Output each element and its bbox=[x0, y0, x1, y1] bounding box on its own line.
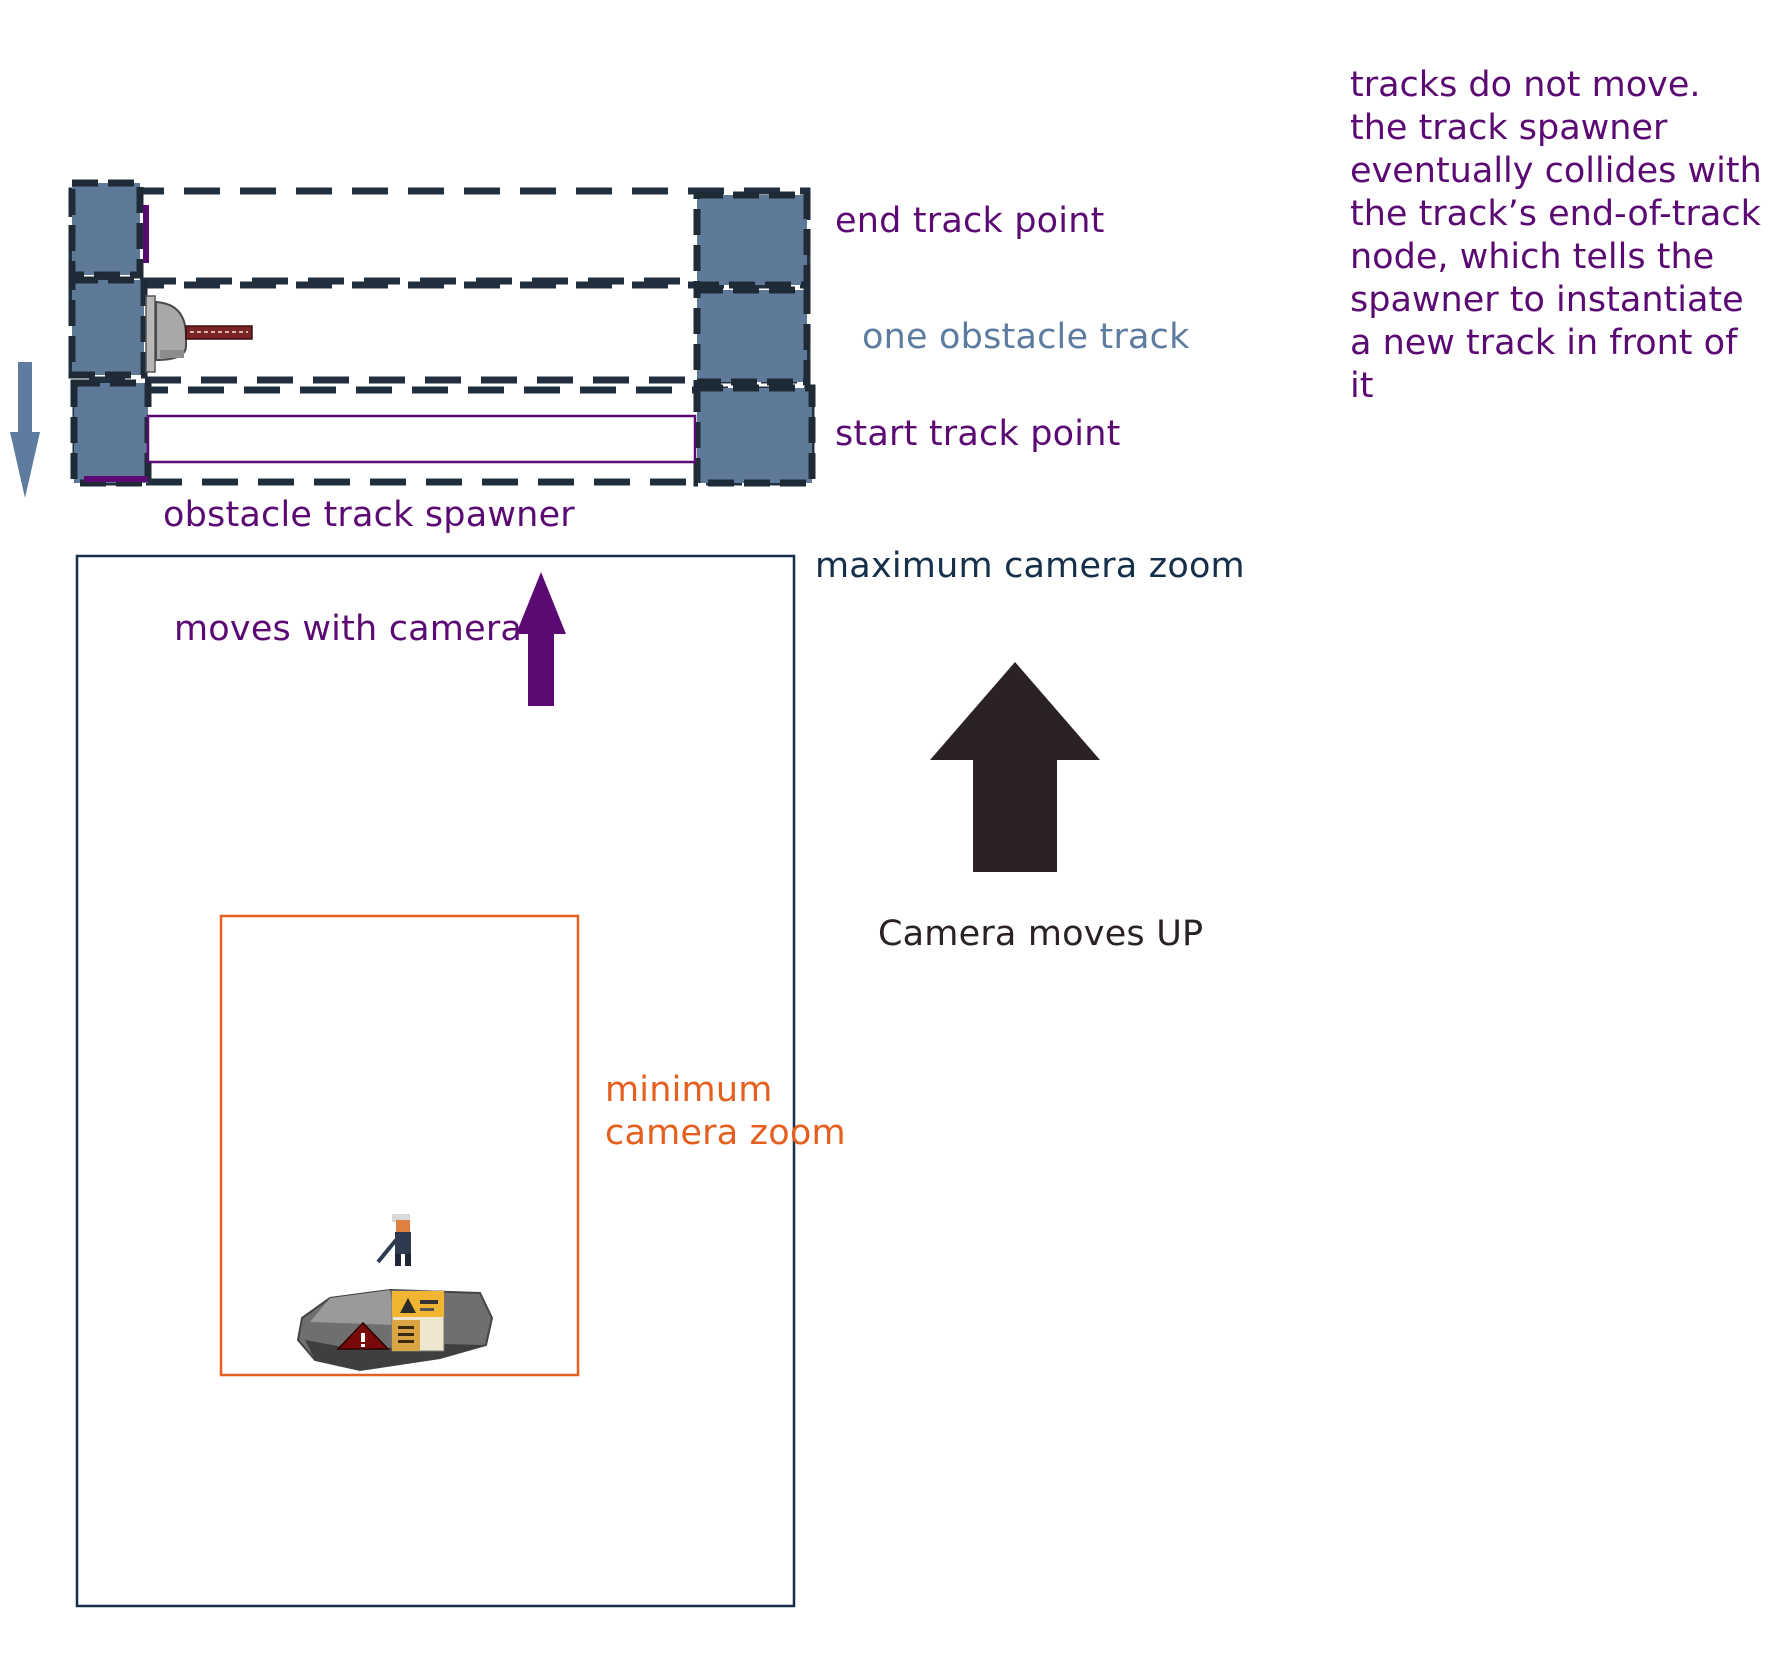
note-line: the track spawner bbox=[1350, 108, 1668, 148]
note-line: spawner to instantiate bbox=[1350, 280, 1744, 320]
track-block bbox=[693, 384, 816, 487]
player-character-icon bbox=[376, 1214, 411, 1266]
minimum-camera-zoom-frame bbox=[219, 914, 580, 1377]
one-obstacle-track-label: one obstacle track bbox=[862, 317, 1190, 357]
note-line: it bbox=[1350, 366, 1374, 406]
note-line: eventually collides with bbox=[1350, 151, 1762, 191]
note-line: the track’s end-of-track bbox=[1350, 194, 1761, 234]
track-block bbox=[68, 276, 148, 379]
camera-up-arrow-icon bbox=[930, 662, 1100, 872]
moves-with-camera-label: moves with camera bbox=[174, 609, 523, 649]
down-arrow-icon bbox=[10, 362, 40, 498]
spawner-bar bbox=[146, 414, 697, 464]
track-block bbox=[693, 286, 811, 386]
chainsaw-obstacle-icon bbox=[145, 295, 253, 373]
spawner-edge bbox=[84, 476, 148, 482]
maximum-camera-zoom-label: maximum camera zoom bbox=[815, 546, 1245, 586]
start-track-rect bbox=[72, 386, 815, 486]
track-block bbox=[693, 191, 811, 289]
note-line: tracks do not move. bbox=[1350, 65, 1701, 105]
obstacle-track-spawner-label: obstacle track spawner bbox=[163, 495, 575, 535]
minimum-camera-zoom-line: camera zoom bbox=[605, 1113, 846, 1153]
note-line: node, which tells the bbox=[1350, 237, 1715, 277]
start-track-point-label: start track point bbox=[835, 414, 1121, 454]
middle-track-rect bbox=[68, 281, 811, 384]
minimum-camera-zoom-label: minimum camera zoom bbox=[605, 1069, 846, 1155]
track-block bbox=[68, 179, 144, 279]
end-track-node bbox=[143, 205, 149, 263]
explanation-note: tracks do not move. the track spawner ev… bbox=[1350, 64, 1762, 408]
end-track-point-label: end track point bbox=[835, 201, 1105, 241]
track-block bbox=[70, 379, 152, 487]
end-track-rect bbox=[68, 187, 811, 285]
up-arrow-icon bbox=[516, 572, 566, 706]
camera-moves-up-label: Camera moves UP bbox=[878, 914, 1204, 954]
obstacle-tracks bbox=[68, 179, 816, 487]
note-line: a new track in front of bbox=[1350, 323, 1738, 363]
minimum-camera-zoom-line: minimum bbox=[605, 1070, 773, 1110]
rock-platform-icon bbox=[296, 1288, 494, 1372]
maximum-camera-zoom-frame bbox=[75, 554, 796, 1608]
